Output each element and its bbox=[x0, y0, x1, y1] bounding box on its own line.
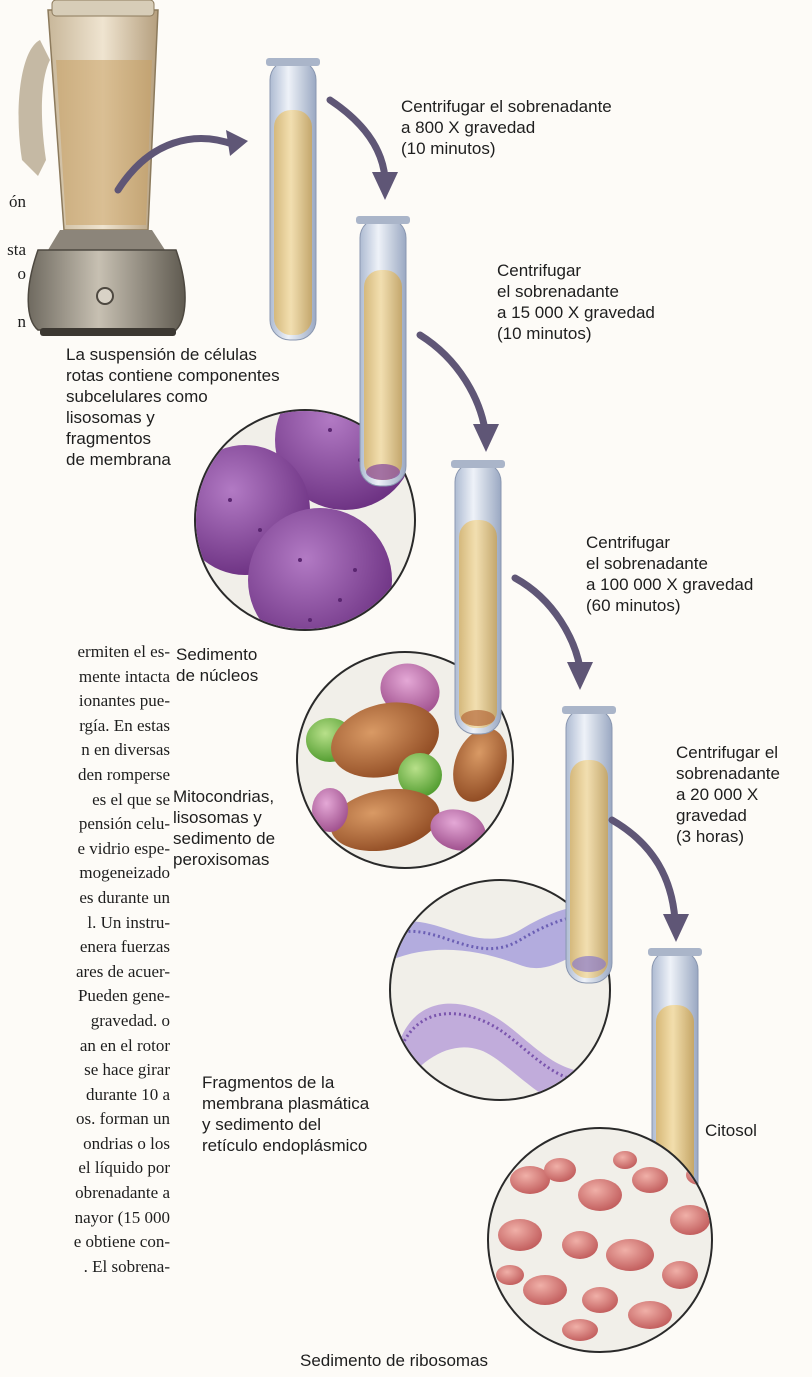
arrow-step-3 bbox=[515, 578, 580, 668]
arrow-step-4 bbox=[612, 820, 675, 920]
ribosome-pellet-label: Sedimento de ribosomas bbox=[300, 1350, 488, 1371]
test-tube-3 bbox=[451, 460, 505, 734]
suspension-label: La suspensión de células rotas contiene … bbox=[66, 344, 280, 470]
arrow-step-2 bbox=[420, 335, 485, 430]
blender-icon bbox=[19, 0, 185, 336]
left-cropped-text: ón sta o n bbox=[0, 190, 26, 334]
test-tube-4 bbox=[562, 706, 616, 983]
citosol-label: Citosol bbox=[705, 1120, 757, 1141]
nuclei-pellet-label: Sedimento de núcleos bbox=[176, 644, 258, 686]
step-3-label: Centrifugar el sobrenadante a 100 000 X … bbox=[586, 532, 753, 616]
body-text-column: ermiten el es- mente intacta ionantes pu… bbox=[0, 640, 170, 1279]
step-4-label: Centrifugar el sobrenadante a 20 000 X g… bbox=[676, 742, 780, 847]
step-1-label: Centrifugar el sobrenadante a 800 X grav… bbox=[401, 96, 612, 159]
mitochondria-pellet-label: Mitocondrias, lisosomas y sedimento de p… bbox=[173, 786, 275, 870]
ribosome-pellet-circle bbox=[488, 1128, 714, 1352]
step-2-label: Centrifugar el sobrenadante a 15 000 X g… bbox=[497, 260, 655, 344]
test-tube-1 bbox=[266, 58, 320, 340]
membrane-pellet-label: Fragmentos de la membrana plasmática y s… bbox=[202, 1072, 369, 1156]
arrow-step-1 bbox=[330, 100, 385, 178]
test-tube-2 bbox=[356, 216, 410, 486]
